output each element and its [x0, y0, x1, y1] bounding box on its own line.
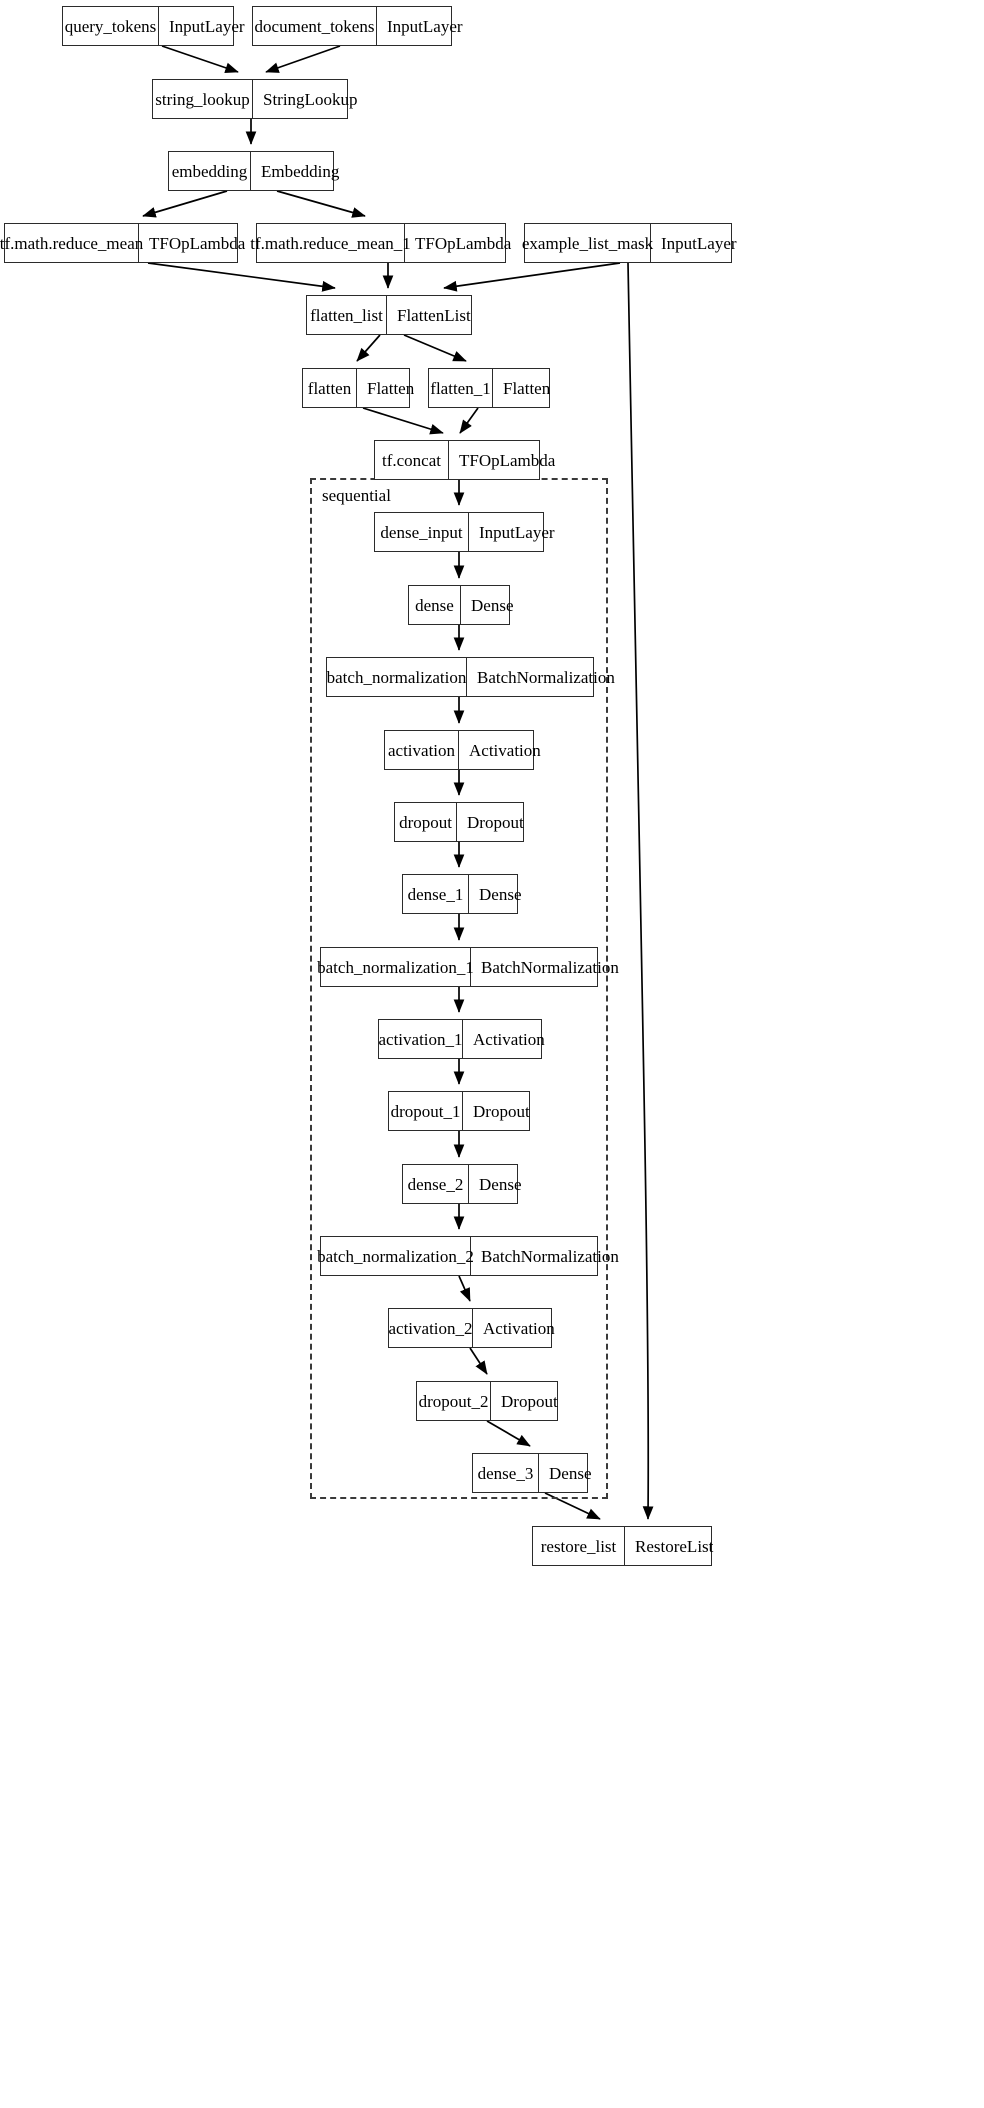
node-name-example_list_mask: example_list_mask	[522, 224, 653, 262]
node-name-dropout_2: dropout_2	[417, 1382, 491, 1420]
node-name-activation_2: activation_2	[388, 1309, 473, 1347]
node-name-activation_1: activation_1	[378, 1020, 463, 1058]
node-type-dense_3: Dense	[549, 1463, 592, 1483]
node-dense_1[interactable]: dense_1 Dense	[402, 874, 521, 914]
node-type-reduce_mean_1: TFOpLambda	[415, 233, 512, 253]
node-name-query_tokens: query_tokens	[63, 7, 159, 45]
node-dense_input[interactable]: dense_input InputLayer	[374, 512, 555, 552]
node-document_tokens[interactable]: document_tokens InputLayer	[252, 6, 463, 46]
node-type-dense: Dense	[471, 595, 514, 615]
node-name-dense_1: dense_1	[403, 875, 469, 913]
node-embedding[interactable]: embedding Embedding	[168, 151, 339, 191]
node-string_lookup[interactable]: string_lookup StringLookup	[152, 79, 357, 119]
node-type-flatten_1: Flatten	[503, 378, 551, 398]
node-name-batch_normalization: batch_normalization	[327, 658, 467, 696]
edge-reduce_mean-to-flatten_list	[147, 262, 336, 292]
node-name-dropout_1: dropout_1	[389, 1092, 463, 1130]
node-reduce_mean[interactable]: tf.math.reduce_mean TFOpLambda	[0, 223, 245, 263]
edge-flatten_1-to-tf_concat	[459, 407, 479, 434]
edge-document_tokens-to-string_lookup	[265, 45, 341, 73]
node-dropout_2[interactable]: dropout_2 Dropout	[416, 1381, 558, 1421]
node-type-embedding: Embedding	[261, 161, 340, 181]
node-dropout[interactable]: dropout Dropout	[394, 802, 524, 842]
node-name-string_lookup: string_lookup	[153, 80, 253, 118]
node-restore_list[interactable]: restore_list RestoreList	[532, 1526, 713, 1566]
node-type-dropout_2: Dropout	[501, 1391, 558, 1411]
node-type-activation_2: Activation	[483, 1318, 555, 1338]
node-batch_normalization_2[interactable]: batch_normalization_2 BatchNormalization	[317, 1236, 619, 1276]
edge-flatten-to-tf_concat	[362, 407, 444, 435]
node-name-tf_concat: tf.concat	[375, 441, 449, 479]
node-type-example_list_mask: InputLayer	[661, 233, 737, 253]
node-name-restore_list: restore_list	[533, 1527, 625, 1565]
node-type-flatten: Flatten	[367, 378, 415, 398]
edge-query_tokens-to-string_lookup	[161, 45, 239, 74]
node-type-batch_normalization: BatchNormalization	[477, 667, 615, 687]
node-batch_normalization[interactable]: batch_normalization BatchNormalization	[326, 657, 615, 697]
node-type-batch_normalization_2: BatchNormalization	[481, 1246, 619, 1266]
cluster-label-sequential: sequential	[322, 486, 391, 505]
node-name-batch_normalization_2: batch_normalization_2	[317, 1237, 474, 1275]
edge-example_list_mask-to-flatten_list	[443, 262, 621, 292]
node-name-flatten: flatten	[303, 369, 357, 407]
node-query_tokens[interactable]: query_tokens InputLayer	[62, 6, 245, 46]
node-dense[interactable]: dense Dense	[408, 585, 513, 625]
node-name-flatten_1: flatten_1	[429, 369, 493, 407]
node-name-batch_normalization_1: batch_normalization_1	[317, 948, 474, 986]
edge-embedding-to-reduce_mean	[142, 190, 228, 218]
node-type-string_lookup: StringLookup	[263, 89, 358, 109]
node-name-reduce_mean_1: tf.math.reduce_mean_1	[250, 224, 411, 262]
node-activation[interactable]: activation Activation	[384, 730, 541, 770]
node-name-activation: activation	[385, 731, 459, 769]
node-type-dense_input: InputLayer	[479, 522, 555, 542]
node-type-dense_2: Dense	[479, 1174, 522, 1194]
node-name-document_tokens: document_tokens	[253, 7, 377, 45]
node-name-reduce_mean: tf.math.reduce_mean	[0, 224, 143, 262]
node-name-flatten_list: flatten_list	[307, 296, 387, 334]
node-type-dropout: Dropout	[467, 812, 524, 832]
edge-flatten_list-to-flatten	[356, 334, 381, 362]
node-name-embedding: embedding	[169, 152, 251, 190]
node-type-batch_normalization_1: BatchNormalization	[481, 957, 619, 977]
node-type-query_tokens: InputLayer	[169, 16, 245, 36]
edge-embedding-to-reduce_mean_1	[276, 190, 366, 218]
node-example_list_mask[interactable]: example_list_mask InputLayer	[522, 223, 737, 263]
node-flatten[interactable]: flatten Flatten	[302, 368, 414, 408]
node-type-reduce_mean: TFOpLambda	[149, 233, 246, 253]
node-name-dense: dense	[409, 586, 461, 624]
node-dense_2[interactable]: dense_2 Dense	[402, 1164, 521, 1204]
node-type-tf_concat: TFOpLambda	[459, 450, 556, 470]
node-name-dense_2: dense_2	[403, 1165, 469, 1203]
edge-example_list_mask-to-restore_list	[627, 262, 654, 1520]
node-type-restore_list: RestoreList	[635, 1536, 714, 1556]
node-activation_2[interactable]: activation_2 Activation	[388, 1308, 555, 1348]
node-dense_3[interactable]: dense_3 Dense	[472, 1453, 591, 1493]
node-flatten_list[interactable]: flatten_list FlattenList	[306, 295, 472, 335]
node-type-dropout_1: Dropout	[473, 1101, 530, 1121]
node-batch_normalization_1[interactable]: batch_normalization_1 BatchNormalization	[317, 947, 619, 987]
node-tf_concat[interactable]: tf.concat TFOpLambda	[374, 440, 555, 480]
node-dropout_1[interactable]: dropout_1 Dropout	[388, 1091, 530, 1131]
node-type-flatten_list: FlattenList	[397, 305, 471, 325]
node-activation_1[interactable]: activation_1 Activation	[378, 1019, 545, 1059]
edge-flatten_list-to-flatten_1	[403, 334, 467, 362]
node-name-dense_3: dense_3	[473, 1454, 539, 1492]
node-flatten_1[interactable]: flatten_1 Flatten	[428, 368, 550, 408]
node-name-dropout: dropout	[395, 803, 457, 841]
node-type-activation_1: Activation	[473, 1029, 545, 1049]
node-type-dense_1: Dense	[479, 884, 522, 904]
node-type-document_tokens: InputLayer	[387, 16, 463, 36]
node-name-dense_input: dense_input	[375, 513, 469, 551]
node-type-activation: Activation	[469, 740, 541, 760]
